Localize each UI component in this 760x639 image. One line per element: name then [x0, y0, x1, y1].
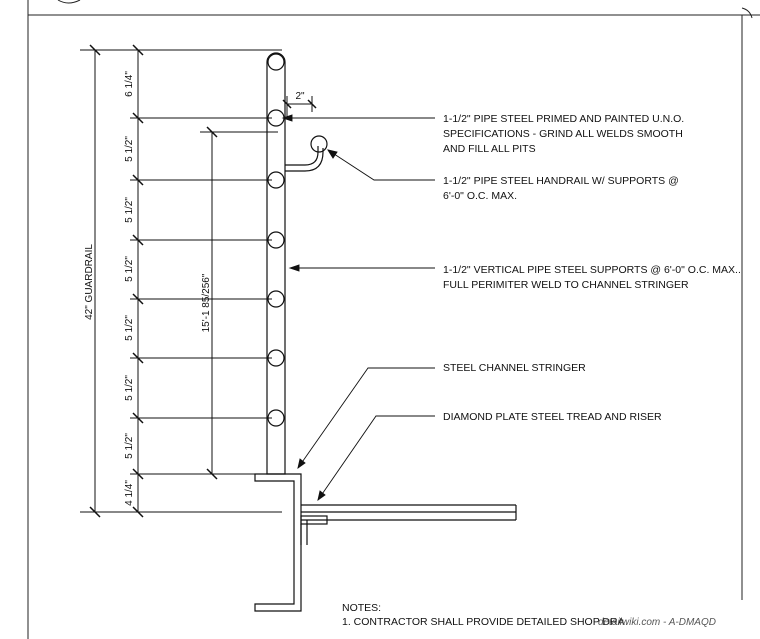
- segment-label: 5 1/2": [124, 375, 135, 401]
- notes-heading: NOTES:: [342, 602, 381, 614]
- leader-lines: [281, 114, 435, 502]
- segment-label: 5 1/2": [124, 256, 135, 282]
- intermediate-rail-circle: [267, 231, 285, 249]
- callout-line: FULL PERIMITER WELD TO CHANNEL STRINGER: [443, 279, 689, 291]
- intermediate-rail-circle: [267, 349, 285, 367]
- watermark-text: detailwiki.com - A-DMAQD: [598, 617, 716, 628]
- callout-pipe-steel: 1-1/2" PIPE STEEL PRIMED AND PAINTED U.N…: [443, 113, 684, 155]
- callout-line: 1-1/2" PIPE STEEL PRIMED AND PAINTED U.N…: [443, 113, 684, 125]
- callout-line: 1-1/2" PIPE STEEL HANDRAIL W/ SUPPORTS @: [443, 175, 679, 187]
- segment-label: 5 1/2": [124, 197, 135, 223]
- callout-line: AND FILL ALL PITS: [443, 143, 536, 155]
- intermediate-rail-circle: [267, 409, 285, 427]
- dimension-lines: [80, 44, 317, 518]
- offset-dimension-label: 2": [295, 91, 305, 102]
- callout-stringer: STEEL CHANNEL STRINGER: [443, 362, 586, 374]
- callout-line: 6'-0" O.C. MAX.: [443, 190, 517, 202]
- callout-vertical-supports: 1-1/2" VERTICAL PIPE STEEL SUPPORTS @ 6'…: [443, 264, 741, 291]
- channel-stringer: [254, 473, 302, 612]
- rail-circles: [267, 53, 328, 427]
- intermediate-rail-circle: [267, 290, 285, 308]
- segment-label: 5 1/2": [124, 433, 135, 459]
- overall-dimension-label: 42" GUARDRAIL: [84, 244, 95, 320]
- callout-tread: DIAMOND PLATE STEEL TREAD AND RISER: [443, 411, 662, 423]
- segment-label: 5 1/2": [124, 315, 135, 341]
- segment-dimension-labels: 6 1/4" 5 1/2" 5 1/2" 5 1/2" 5 1/2" 5 1/2…: [124, 71, 135, 506]
- tread-plate: [300, 504, 517, 545]
- segment-label: 5 1/2": [124, 136, 135, 162]
- callout-handrail: 1-1/2" PIPE STEEL HANDRAIL W/ SUPPORTS @…: [443, 175, 679, 202]
- callout-line: SPECIFICATIONS - GRIND ALL WELDS SMOOTH: [443, 128, 683, 140]
- rail-to-tread-dimension-label: 15'-1 85/256": [201, 273, 212, 332]
- guardrail-post: [266, 52, 324, 475]
- segment-label: 4 1/4": [124, 480, 135, 506]
- intermediate-rail-circle: [267, 171, 285, 189]
- sheet-border: [27, 0, 760, 639]
- callout-line: 1-1/2" VERTICAL PIPE STEEL SUPPORTS @ 6'…: [443, 264, 741, 276]
- handrail-circle: [310, 135, 328, 153]
- notes-item: 1. CONTRACTOR SHALL PROVIDE DETAILED SHO…: [342, 616, 625, 628]
- segment-label: 6 1/4": [124, 71, 135, 97]
- top-rail-circle: [267, 53, 285, 71]
